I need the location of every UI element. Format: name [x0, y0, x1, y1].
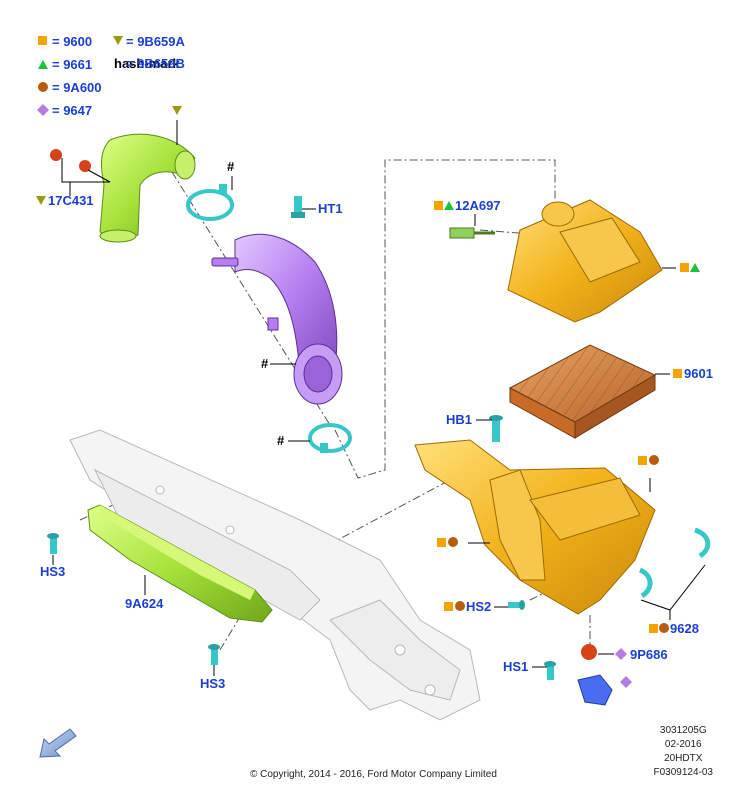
orange-square-icon	[673, 369, 682, 378]
grommet-red-1	[50, 149, 62, 161]
green-triangle-up-icon	[444, 201, 454, 210]
callout-12A697[interactable]: 12A697	[455, 198, 501, 213]
callout-HS1[interactable]: HS1	[503, 659, 528, 674]
bolt-hs3-bottom	[208, 644, 220, 665]
legend-9661: = 9661	[52, 57, 92, 72]
mounting-bracket-blue	[577, 674, 613, 706]
violet-diamond-icon	[37, 104, 49, 116]
copyright-notice: © Copyright, 2014 - 2016, Ford Motor Com…	[250, 769, 497, 780]
air-intake-hose-violet	[211, 233, 343, 405]
legend-9647: = 9647	[52, 103, 92, 118]
vehicle-frame-rail	[69, 429, 481, 721]
hash-mark-icon: #	[227, 159, 235, 174]
legend-9B659A: = 9B659A	[126, 34, 186, 49]
hash-mark-icon: #	[261, 356, 269, 371]
callout-HT1[interactable]: HT1	[318, 201, 343, 216]
legend-9B659B: = 9B659B	[126, 56, 185, 71]
bolt-hb1	[489, 415, 503, 442]
orange-square-icon	[638, 456, 647, 465]
air-inlet-duct-9a624	[87, 504, 273, 623]
olive-triangle-down-icon	[172, 106, 182, 115]
brown-circle-icon	[38, 82, 48, 92]
bolt-hs1	[544, 661, 556, 680]
ref-line: 20HDTX	[664, 753, 703, 764]
legend-9600: = 9600	[52, 34, 92, 49]
callout-symbols: # # #	[36, 106, 700, 688]
retaining-clips-9628	[638, 527, 711, 599]
orange-square-icon	[649, 624, 658, 633]
bolt-hs3-left	[47, 533, 59, 554]
leader-lines	[52, 120, 706, 676]
reference-codes: 3031205G 02-2016 20HDTX F0309124-03	[654, 724, 714, 780]
ref-line: F0309124-03	[653, 767, 714, 778]
callout-labels: 17C431 HT1 12A697 9601 HB1 HS3 9A624 HS3…	[40, 193, 713, 691]
mass-air-flow-sensor	[449, 227, 495, 239]
grommet-9p686	[581, 644, 597, 660]
callout-9628[interactable]: 9628	[670, 621, 699, 636]
callout-HS3-left[interactable]: HS3	[40, 564, 65, 579]
violet-diamond-icon	[620, 676, 632, 688]
callout-HB1[interactable]: HB1	[446, 412, 472, 427]
green-triangle-up-icon	[38, 60, 48, 69]
fastener-ht1	[291, 196, 305, 218]
ref-line: 02-2016	[664, 739, 702, 750]
callout-9601[interactable]: 9601	[684, 366, 713, 381]
bolt-hs2	[508, 600, 525, 610]
violet-diamond-icon	[615, 648, 627, 660]
olive-triangle-down-icon	[113, 36, 123, 45]
brown-circle-icon	[455, 601, 465, 611]
orange-square-icon	[680, 263, 689, 272]
hash-mark-icon: hash-mark	[114, 56, 181, 71]
air-filter-element	[508, 344, 657, 439]
legend-9A600: = 9A600	[52, 80, 102, 95]
hose-clamp-upper	[186, 184, 234, 221]
ref-line: 3031205G	[659, 725, 707, 736]
brown-circle-icon	[448, 537, 458, 547]
orange-square-icon	[437, 538, 446, 547]
air-cleaner-cover	[507, 199, 663, 323]
callout-HS3-bottom[interactable]: HS3	[200, 676, 225, 691]
air-cleaner-housing	[414, 439, 656, 615]
olive-triangle-down-icon	[36, 196, 46, 205]
callout-9A624[interactable]: 9A624	[125, 596, 164, 611]
callout-17C431[interactable]: 17C431	[48, 193, 94, 208]
brown-circle-icon	[649, 455, 659, 465]
orange-square-icon	[444, 602, 453, 611]
legend: = 9600 = 9B659A = 9661 hash-mark = 9B659…	[37, 34, 186, 118]
air-intake-duct-green	[99, 133, 196, 243]
green-triangle-up-icon	[690, 263, 700, 272]
orange-square-icon	[434, 201, 443, 210]
callout-9P686[interactable]: 9P686	[630, 647, 668, 662]
front-direction-arrow-icon	[39, 728, 77, 758]
brown-circle-icon	[659, 623, 669, 633]
hose-clamp-lower	[308, 423, 352, 453]
grommet-red-2	[79, 160, 91, 172]
hash-mark-icon: #	[277, 433, 285, 448]
callout-HS2[interactable]: HS2	[466, 599, 491, 614]
orange-square-icon	[38, 36, 47, 45]
